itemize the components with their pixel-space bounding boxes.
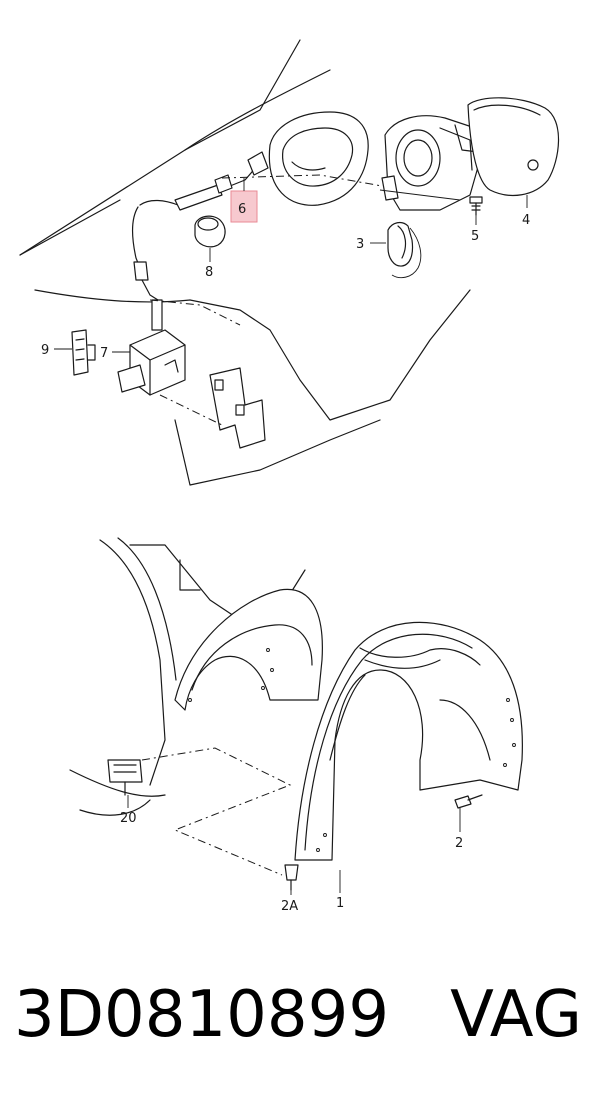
wheel-arch-liner-assembly (69, 537, 523, 891)
highlight-box-6 (230, 190, 258, 223)
callout-3: 3 (356, 237, 364, 252)
part-number: 3D0810899 (14, 978, 390, 1052)
callout-9: 9 (41, 343, 49, 358)
brand-name: VAG (450, 978, 582, 1052)
callout-8: 8 (205, 265, 213, 280)
callout-5: 5 (471, 229, 479, 244)
callout-2a: 2A (281, 899, 298, 914)
callout-labels: 6 8 3 5 4 7 9 20 2 2A 1 (41, 178, 530, 914)
callout-6: 6 (238, 202, 246, 217)
footer: 3D0810899 VAG (0, 975, 600, 1065)
callout-4: 4 (522, 213, 530, 228)
callout-2: 2 (455, 836, 463, 851)
callout-7: 7 (100, 346, 108, 361)
fuel-flap-assembly (19, 39, 560, 486)
callout-20: 20 (120, 811, 137, 826)
callout-1: 1 (336, 896, 344, 911)
